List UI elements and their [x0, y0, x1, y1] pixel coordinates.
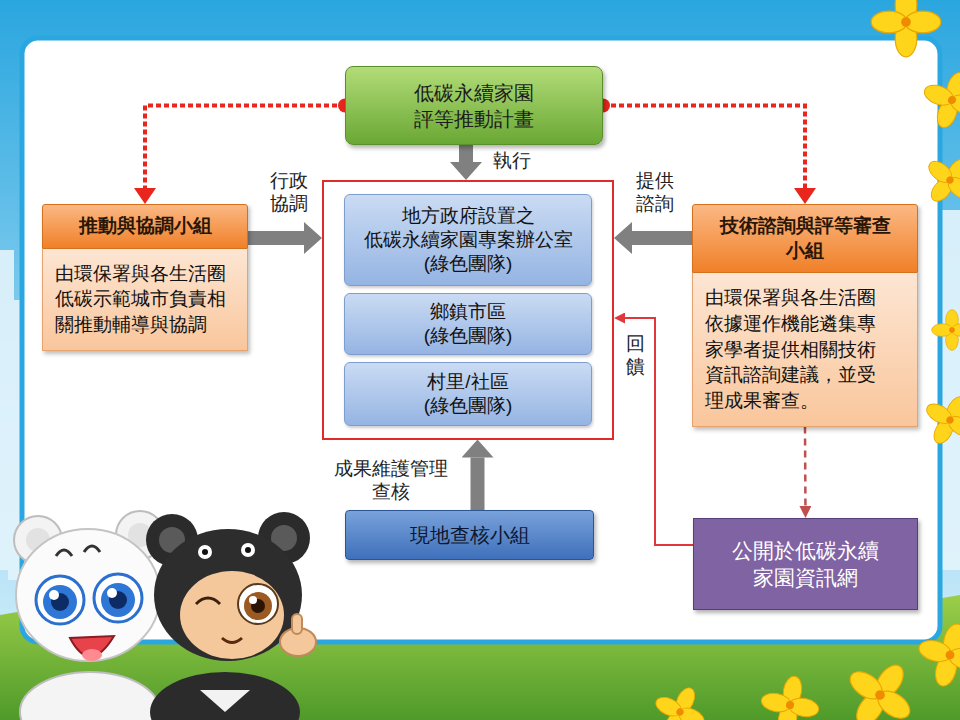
- flower: [911, 616, 960, 694]
- edge-label: 執行: [493, 150, 531, 173]
- bear-eye: [43, 585, 77, 619]
- bear-eye: [249, 596, 257, 604]
- label-holder: 成果維護管理 查核: [330, 458, 452, 504]
- team-text-area: 村里/社區 (綠色團隊): [415, 370, 521, 418]
- bear-body: [20, 672, 160, 720]
- hood-eye: [245, 547, 251, 553]
- bear-eye: [238, 584, 278, 624]
- edge-label: 成果維護管理 查核: [330, 458, 452, 504]
- flower: [645, 677, 714, 720]
- bear-face: [180, 571, 284, 659]
- node-text: 低碳永續家園 評等推動計畫: [404, 80, 544, 132]
- tech-review-group: 技術諮詢與評等審查 小組由環保署與各生活圈 依據運作機能遴集專 家學者提供相關技…: [692, 204, 918, 427]
- white-bear: [14, 511, 164, 720]
- feedback-arrow: [625, 318, 693, 545]
- block-arrow: [632, 231, 692, 245]
- node-text: 村里/社區 (綠色團隊): [415, 370, 521, 418]
- bear-wink: [196, 598, 220, 604]
- node-text: 地方政府設置之 低碳永續家園專案辦公室 (綠色團隊): [354, 204, 582, 275]
- coordination-group: 推動與協調小組由環保署與各生活圈 低碳示範城市負責相 關推動輔導與協調: [42, 204, 248, 351]
- building: [940, 210, 960, 570]
- website-text-area: 公開於低碳永續 家園資訊網: [724, 537, 888, 592]
- block-arrow: [459, 145, 473, 162]
- team-box: 鄉鎮市區 (綠色團隊): [344, 293, 592, 355]
- bear-tongue: [82, 649, 102, 661]
- dotted-arrow: [603, 106, 805, 189]
- flower: [756, 671, 823, 720]
- team-box: 村里/社區 (綠色團隊): [344, 362, 592, 426]
- node-text: 鄉鎮市區 (綠色團隊): [415, 300, 521, 348]
- label-holder: 提供 諮詢: [632, 170, 678, 216]
- bear-eye: [244, 592, 272, 620]
- plan-box: 低碳永續家園 評等推動計畫: [345, 66, 603, 145]
- dotted-arrow: [145, 106, 345, 189]
- group-heading: 技術諮詢與評等審查 小組: [692, 204, 918, 273]
- edge-label: 回饋: [626, 333, 645, 379]
- flower: [914, 384, 960, 455]
- bear-brow: [56, 546, 100, 556]
- node-text: 推動與協調小組: [79, 214, 212, 239]
- edge-label: 提供 諮詢: [632, 170, 678, 216]
- team-text-area: 地方政府設置之 低碳永續家園專案辦公室 (綠色團隊): [354, 204, 582, 275]
- label-holder: 行政 協調: [266, 170, 312, 216]
- node-text: 技術諮詢與評等審查 小組: [712, 214, 898, 263]
- bear-eye: [101, 583, 135, 617]
- bear-eye: [49, 590, 59, 600]
- flowers: [645, 0, 960, 720]
- label-holder: 回饋: [626, 333, 645, 379]
- website-box: 公開於低碳永續 家園資訊網: [693, 518, 918, 610]
- group-description: 由環保署與各生活圈 依據運作機能遴集專 家學者提供相關技術 資訊諮詢建議，並受 …: [692, 273, 918, 426]
- bear-eye: [36, 576, 84, 624]
- green-team-frame: 地方政府設置之 低碳永續家園專案辦公室 (綠色團隊) 鄉鎮市區 (綠色團隊) 村里/…: [322, 180, 614, 440]
- flower: [832, 647, 929, 720]
- flower: [932, 310, 960, 351]
- label-holder: 執行: [493, 150, 531, 173]
- team-box: 地方政府設置之 低碳永續家園專案辦公室 (綠色團隊): [344, 194, 592, 286]
- bear-thumb: [292, 614, 302, 634]
- dashed-arrow: [804, 427, 807, 506]
- flower: [915, 63, 960, 137]
- node-text: 由環保署與各生活圈 依據運作機能遴集專 家學者提供相關技術 資訊諮詢建議，並受 …: [705, 285, 887, 413]
- plan-text-area: 低碳永續家園 評等推動計畫: [404, 80, 544, 132]
- inspection-text-area: 現地查核小組: [410, 522, 530, 548]
- bear-mouth: [222, 638, 242, 643]
- group-description: 由環保署與各生活圈 低碳示範城市負責相 關推動輔導與協調: [42, 249, 248, 351]
- node-text: 由環保署與各生活圈 低碳示範城市負責相 關推動輔導與協調: [55, 261, 235, 338]
- node-text: 現地查核小組: [410, 522, 530, 548]
- bear-eye: [107, 588, 117, 598]
- node-text: 公開於低碳永續 家園資訊網: [724, 537, 888, 592]
- content-panel: [22, 38, 940, 642]
- bear-chest: [200, 690, 250, 712]
- bear-body: [150, 672, 300, 720]
- flower: [871, 0, 941, 57]
- hood-eye: [198, 545, 212, 559]
- flower: [913, 143, 960, 217]
- bear-head: [16, 529, 160, 661]
- hood-eye: [202, 549, 208, 555]
- edge-label: 行政 協調: [266, 170, 312, 216]
- black-bear: [146, 512, 316, 720]
- inspection-box: 現地查核小組: [345, 510, 594, 560]
- team-text-area: 鄉鎮市區 (綠色團隊): [415, 300, 521, 348]
- hood-eye: [241, 543, 255, 557]
- bear-eye: [94, 574, 142, 622]
- group-heading: 推動與協調小組: [42, 204, 248, 249]
- block-arrow: [248, 231, 304, 245]
- block-arrow: [471, 458, 485, 511]
